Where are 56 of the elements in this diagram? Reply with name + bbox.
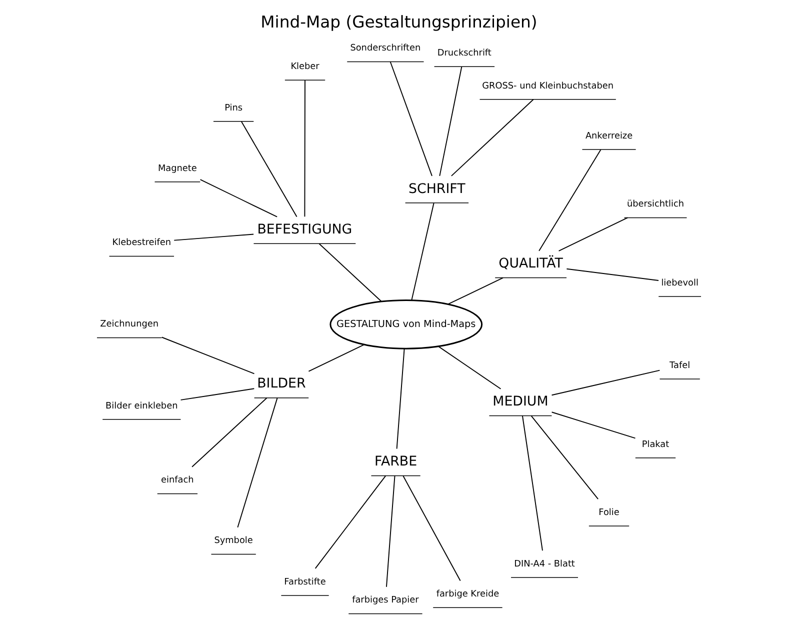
connector	[200, 179, 278, 218]
connector	[411, 202, 434, 301]
connector	[304, 80, 306, 218]
connector	[386, 475, 396, 588]
node-text: Sonderschriften	[350, 44, 421, 54]
node-text: Plakat	[642, 440, 670, 450]
node-text: Folie	[598, 508, 620, 518]
connector	[538, 149, 602, 252]
connector	[174, 234, 254, 241]
node-text: Tafel	[670, 360, 690, 371]
node-text: Ankerreize	[585, 131, 633, 142]
node-text: FARBE	[374, 454, 418, 470]
connector	[192, 398, 268, 468]
node-text: DIN-A4 - Blatt	[514, 559, 575, 570]
node-text: Magnete	[158, 164, 197, 174]
node-text: Klebestreifen	[112, 238, 172, 248]
connector	[308, 344, 365, 372]
node-text: BILDER	[257, 376, 306, 392]
node-text: Symbole	[214, 536, 253, 546]
node-text: farbige Kreide	[436, 590, 500, 600]
connector	[522, 415, 543, 551]
diagram-title: Mind-Map (Gestaltungsprinzipien)	[260, 12, 538, 32]
connector	[439, 66, 462, 176]
connector	[318, 243, 382, 302]
node-text: SCHRIFT	[408, 182, 466, 197]
node-text: BEFESTIGUNG	[257, 222, 352, 238]
connector	[180, 388, 255, 400]
node-text: Kleber	[290, 62, 320, 72]
connector	[530, 415, 599, 500]
connector	[237, 398, 278, 528]
node-text: Farbstifte	[284, 577, 326, 588]
node-text: QUALITÄT	[498, 256, 563, 272]
connector	[551, 370, 660, 396]
connector	[438, 346, 502, 390]
connector	[558, 217, 628, 252]
connector	[566, 268, 659, 281]
node-text: liebevoll	[661, 278, 698, 288]
connector	[450, 99, 534, 176]
node-text: GROSS- und Kleinbuchstaben	[482, 81, 614, 92]
connector	[390, 61, 432, 176]
connector	[448, 277, 504, 305]
node-text: MEDIUM	[492, 394, 548, 410]
connector	[551, 412, 636, 439]
connector	[402, 476, 461, 582]
node-ellipse: GESTALTUNG von Mind-Maps	[330, 299, 483, 350]
node-text: farbiges Papier	[352, 596, 419, 606]
node-text: übersichtlich	[626, 200, 684, 210]
connector	[396, 348, 405, 450]
connector	[161, 336, 255, 374]
node-text: Zeichnungen	[100, 320, 158, 330]
connector	[314, 475, 386, 569]
node-text: Bilder einkleben	[106, 401, 178, 412]
node-text: Pins	[224, 103, 243, 114]
node-text: Druckschrift	[437, 48, 492, 59]
connector	[240, 121, 298, 218]
node-text: einfach	[161, 476, 194, 486]
